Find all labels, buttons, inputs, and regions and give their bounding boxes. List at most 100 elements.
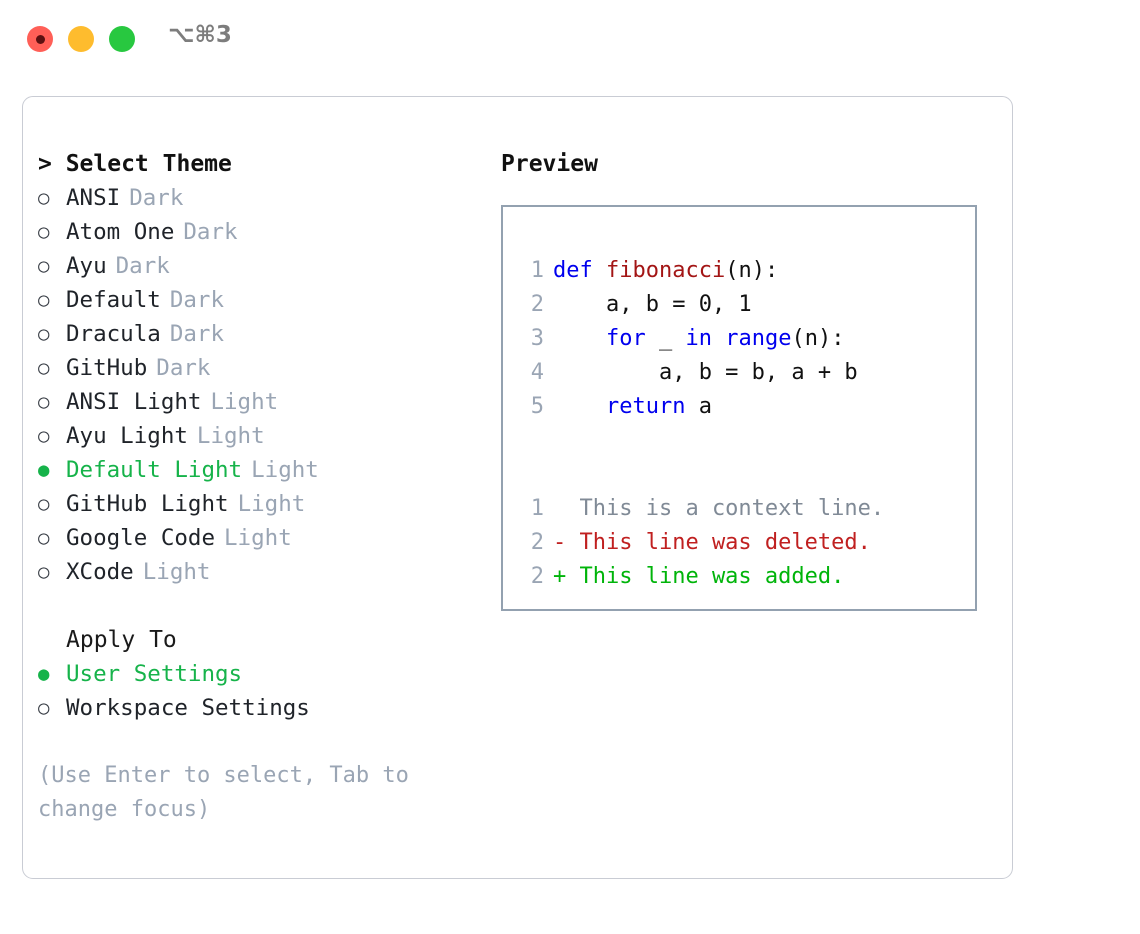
theme-selector-column: > Select Theme ○ ANSI Dark ○ Atom One Da… <box>38 147 493 827</box>
line-number: 2 <box>530 530 544 555</box>
code-line: 3 for _ in range(n): <box>517 322 969 356</box>
theme-item-badge: Light <box>224 525 292 551</box>
theme-item-default[interactable]: ○ Default Dark <box>38 283 493 317</box>
theme-item-badge: Dark <box>169 321 225 347</box>
line-number: 1 <box>530 258 544 283</box>
theme-item-label: Ayu Light <box>66 423 188 449</box>
radio-unselected-icon: ○ <box>38 187 50 209</box>
code-token <box>593 258 606 283</box>
theme-item-label: Dracula <box>66 321 161 347</box>
code-token <box>553 394 606 419</box>
code-line: 1 def fibonacci(n): <box>517 254 969 288</box>
code-spacer <box>517 424 969 458</box>
theme-item-label: Google Code <box>66 525 216 551</box>
theme-item-badge: Dark <box>169 287 225 313</box>
theme-item-dracula[interactable]: ○ Dracula Dark <box>38 317 493 351</box>
theme-item-badge: Light <box>237 491 306 517</box>
panel-columns: > Select Theme ○ ANSI Dark ○ Atom One Da… <box>23 97 1012 878</box>
code-token: def <box>553 258 593 283</box>
section-spacer <box>38 589 493 623</box>
theme-item-label: XCode <box>66 559 134 585</box>
theme-item-badge: Dark <box>183 219 238 245</box>
radio-unselected-icon: ○ <box>38 255 50 277</box>
theme-item-github[interactable]: ○ GitHub Dark <box>38 351 493 385</box>
radio-unselected-icon: ○ <box>38 561 50 583</box>
code-line-text: def fibonacci(n): <box>544 254 778 288</box>
theme-item-github-light[interactable]: ○ GitHub Light Light <box>38 487 493 521</box>
apply-to-heading: Apply To <box>66 627 177 653</box>
radio-unselected-icon: ○ <box>38 697 50 719</box>
diff-line-added: 2 + This line was added. <box>517 560 969 594</box>
radio-unselected-icon: ○ <box>38 493 50 515</box>
help-hint-text: (Use Enter to select, Tab to change focu… <box>38 763 409 822</box>
theme-item-label: GitHub <box>66 355 148 381</box>
diff-line-text: This is a context line. <box>553 496 885 521</box>
line-number: 1 <box>530 496 544 521</box>
code-token: range <box>725 326 792 351</box>
line-number: 3 <box>530 326 544 351</box>
code-line-text: a, b = b, a + b <box>553 360 858 385</box>
theme-item-ansi[interactable]: ○ ANSI Dark <box>38 181 493 215</box>
theme-item-xcode[interactable]: ○ XCode Light <box>38 555 493 589</box>
diff-line-deleted: 2 - This line was deleted. <box>517 526 969 560</box>
code-line-text: return a <box>544 390 712 424</box>
apply-to-item-workspace-settings[interactable]: ○ Workspace Settings <box>38 691 493 725</box>
line-number: 2 <box>530 292 544 317</box>
line-number: 4 <box>530 360 544 385</box>
apply-to-list: ● User Settings ○ Workspace Settings <box>38 657 493 725</box>
theme-item-default-light[interactable]: ● Default Light Light <box>38 453 493 487</box>
radio-unselected-icon: ○ <box>38 527 50 549</box>
apply-to-item-label: User Settings <box>66 661 243 687</box>
code-token: (n): <box>791 326 845 351</box>
theme-item-label: Ayu <box>66 253 107 279</box>
close-button-icon[interactable] <box>27 26 53 52</box>
code-token <box>712 326 725 351</box>
code-token: fibonacci <box>606 258 726 283</box>
radio-unselected-icon: ○ <box>38 221 50 243</box>
keyboard-shortcut-label: ⌥⌘3 <box>168 22 232 48</box>
radio-unselected-icon: ○ <box>38 289 50 311</box>
radio-unselected-icon: ○ <box>38 391 50 413</box>
code-token: a <box>685 394 712 419</box>
theme-item-google-code[interactable]: ○ Google Code Light <box>38 521 493 555</box>
preview-box: 1 def fibonacci(n): 2 a, b = 0, 1 3 for … <box>501 205 977 611</box>
theme-item-label: Atom One <box>66 219 175 245</box>
preview-heading: Preview <box>501 151 598 177</box>
theme-item-ayu[interactable]: ○ Ayu Dark <box>38 249 493 283</box>
zoom-button-icon[interactable] <box>109 26 135 52</box>
code-preview-area: 1 def fibonacci(n): 2 a, b = 0, 1 3 for … <box>517 254 969 594</box>
main-panel: > Select Theme ○ ANSI Dark ○ Atom One Da… <box>22 96 1013 879</box>
theme-item-badge: Dark <box>156 355 211 381</box>
theme-item-ansi-light[interactable]: ○ ANSI Light Light <box>38 385 493 419</box>
radio-selected-icon: ● <box>38 459 50 481</box>
diff-line-text: + This line was added. <box>553 564 845 589</box>
theme-item-label: Default Light <box>66 457 243 483</box>
code-token: in <box>685 326 712 351</box>
theme-item-label: ANSI Light <box>66 389 202 415</box>
radio-unselected-icon: ○ <box>38 323 50 345</box>
window-controls <box>27 26 135 52</box>
theme-item-label: ANSI <box>66 185 121 211</box>
select-theme-heading: > Select Theme <box>38 151 232 177</box>
theme-item-badge: Light <box>251 457 319 483</box>
code-line-text: a, b = 0, 1 <box>553 292 752 317</box>
code-token <box>553 326 606 351</box>
minimize-button-icon[interactable] <box>68 26 94 52</box>
theme-item-atom-one[interactable]: ○ Atom One Dark <box>38 215 493 249</box>
theme-list: ○ ANSI Dark ○ Atom One Dark ○ Ayu Dark <box>38 181 493 589</box>
theme-item-badge: Light <box>196 423 265 449</box>
code-line-text: for _ in range(n): <box>544 322 844 356</box>
theme-item-label: Default <box>66 287 161 313</box>
code-token: (n): <box>725 258 779 283</box>
apply-to-item-user-settings[interactable]: ● User Settings <box>38 657 493 691</box>
line-number: 2 <box>530 564 544 589</box>
diff-line-text: - This line was deleted. <box>553 530 871 555</box>
code-line: 5 return a <box>517 390 969 424</box>
code-line: 4 a, b = b, a + b <box>517 356 969 390</box>
diff-line-context: 1 This is a context line. <box>517 492 969 526</box>
code-token: for <box>605 326 646 351</box>
theme-item-badge: Dark <box>115 253 170 279</box>
theme-item-ayu-light[interactable]: ○ Ayu Light Light <box>38 419 493 453</box>
code-spacer <box>517 458 969 492</box>
